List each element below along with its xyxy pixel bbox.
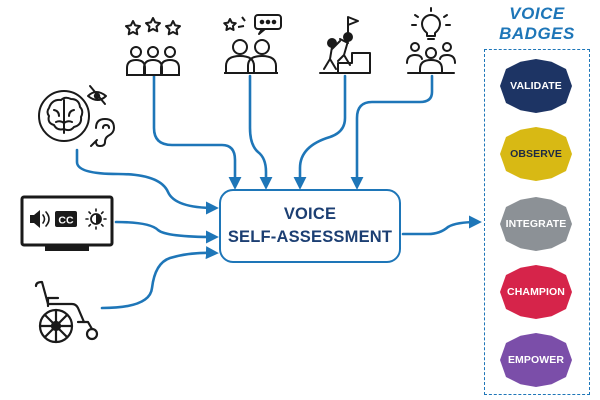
badge-shape xyxy=(500,197,572,251)
arrow-to-badges xyxy=(401,215,482,236)
svg-text:CC: CC xyxy=(58,215,74,227)
arrow-brain xyxy=(75,148,219,215)
badge-observe: OBSERVE xyxy=(499,126,573,182)
badge-label: CHAMPION xyxy=(507,286,565,298)
badge-integrate: INTEGRATE xyxy=(499,196,573,252)
badges-title-line2: BADGES xyxy=(499,24,575,43)
arrow-group-rating xyxy=(152,74,242,190)
badge-shape xyxy=(500,59,572,113)
wheelchair-icon xyxy=(34,280,99,344)
teamwork-summit-icon xyxy=(319,16,371,74)
tv-captions-icon: CC xyxy=(20,195,114,251)
brain-accessibility-icon xyxy=(38,85,115,147)
badge-shape xyxy=(500,333,572,387)
badges-panel xyxy=(484,49,590,395)
badges-title-line1: VOICE xyxy=(509,4,565,23)
collaboration-chat-icon xyxy=(223,14,282,74)
group-rating-icon xyxy=(124,17,181,76)
badge-label: EMPOWER xyxy=(507,354,565,366)
idea-team-icon xyxy=(406,7,456,74)
badge-validate: VALIDATE xyxy=(499,58,573,114)
badge-label: OBSERVE xyxy=(510,148,562,160)
badge-label: INTEGRATE xyxy=(505,218,567,230)
center-title-line2: SELF-ASSESSMENT xyxy=(227,228,393,246)
center-title-line1: VOICE xyxy=(283,205,337,223)
arrow-idea-team xyxy=(350,74,434,190)
badge-champion: CHAMPION xyxy=(499,264,573,320)
badge-empower: EMPOWER xyxy=(499,332,573,388)
badge-shape xyxy=(500,265,572,319)
badge-shape xyxy=(500,127,572,181)
badge-label: VALIDATE xyxy=(510,80,562,92)
arrow-summit xyxy=(293,74,347,190)
arrow-collaboration xyxy=(248,74,273,190)
self-assessment-box: VOICE SELF-ASSESSMENT xyxy=(219,189,401,263)
arrow-wheelchair xyxy=(100,246,219,310)
arrow-tv xyxy=(114,220,219,244)
connector-arrows xyxy=(75,74,482,310)
